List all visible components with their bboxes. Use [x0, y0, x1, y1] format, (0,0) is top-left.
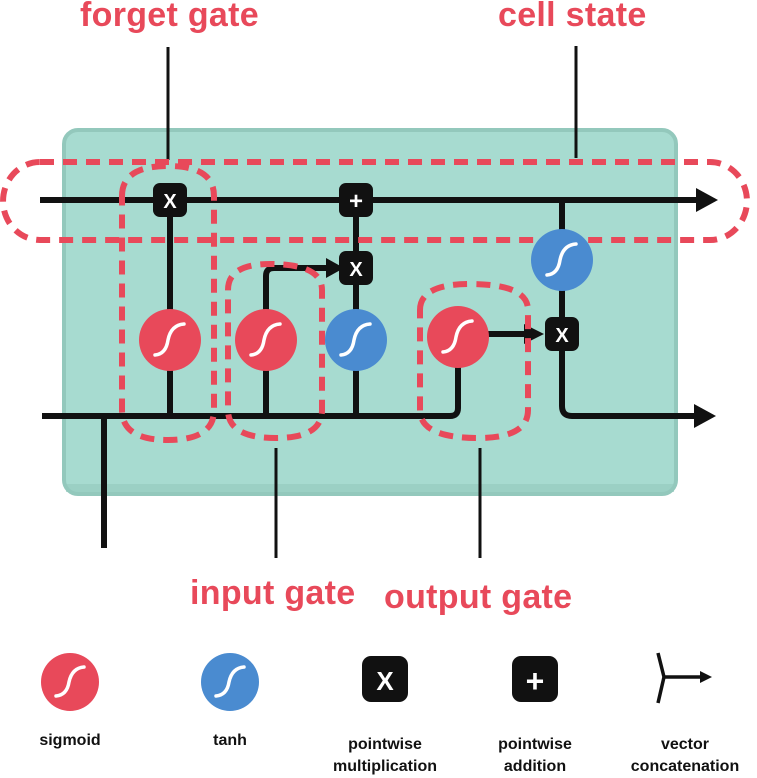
legend-add-label-line2: addition: [503, 758, 567, 775]
output-sigmoid-node: [427, 306, 489, 368]
multiply-symbol: X: [376, 666, 394, 696]
legend-sigmoid-label: sigmoid: [39, 732, 101, 749]
sigmoid-curve-icon: [153, 322, 186, 357]
multiply-symbol: X: [163, 191, 177, 213]
highlight-regions: [0, 159, 750, 444]
legend-concat-label-line2: concatenation: [630, 758, 740, 775]
forget-gate-label: forget gate: [80, 0, 259, 34]
legend-concat-label: vector concatenation: [615, 734, 755, 778]
legend-tanh-icon: [201, 653, 259, 711]
legend-concat-label-line1: vector: [660, 736, 710, 753]
legend-tanh-label: tanh: [213, 732, 247, 749]
output-hidden-line: [559, 200, 700, 419]
legend-add-label: pointwise addition: [465, 734, 605, 778]
forget-sigmoid-node: [139, 309, 201, 371]
input-multiply-node: X: [339, 251, 373, 285]
cell-tanh-node: [531, 229, 593, 291]
legend-multiply-icon: X: [362, 656, 408, 702]
cell-add-node: +: [339, 183, 373, 217]
output-gate-label: output gate: [384, 578, 573, 616]
input-sigmoid-wire: [263, 265, 336, 416]
forget-multiply-node: X: [153, 183, 187, 217]
hidden-input-line: [42, 366, 461, 419]
tanh-curve-icon: [339, 322, 372, 357]
sigmoid-curve-icon: [249, 322, 282, 357]
input-sigmoid-node: [235, 309, 297, 371]
lstm-cell-body-shade: [66, 484, 674, 492]
tanh-curve-icon: [545, 242, 578, 277]
output-multiply-node: X: [545, 317, 579, 351]
output-hidden-arrow-head: [694, 404, 716, 428]
multiply-symbol: X: [555, 325, 569, 347]
legend-multiply-label-line1: pointwise: [348, 736, 422, 753]
cell-state-highlight: [0, 159, 750, 243]
output-gate-highlight: [417, 280, 531, 442]
legend-add-label-line1: pointwise: [498, 736, 572, 753]
cell-state-label: cell state: [498, 0, 647, 34]
legend-multiply-label-line2: multiplication: [333, 758, 437, 775]
add-symbol: +: [526, 663, 545, 699]
vector-concatenation-icon: [656, 652, 712, 704]
input-sigmoid-arrow-head: [326, 258, 344, 278]
sigmoid-curve-icon: [441, 319, 474, 354]
add-symbol: +: [349, 188, 363, 215]
input-gate-highlight: [225, 260, 325, 442]
legend-add-icon: +: [512, 656, 558, 702]
multiply-symbol: X: [349, 259, 363, 281]
legend-multiply-label: pointwise multiplication: [315, 734, 455, 778]
legend-sigmoid-icon: [41, 653, 99, 711]
cell-state-arrow-head: [696, 188, 718, 212]
input-tanh-node: [325, 309, 387, 371]
input-gate-label: input gate: [190, 574, 356, 612]
